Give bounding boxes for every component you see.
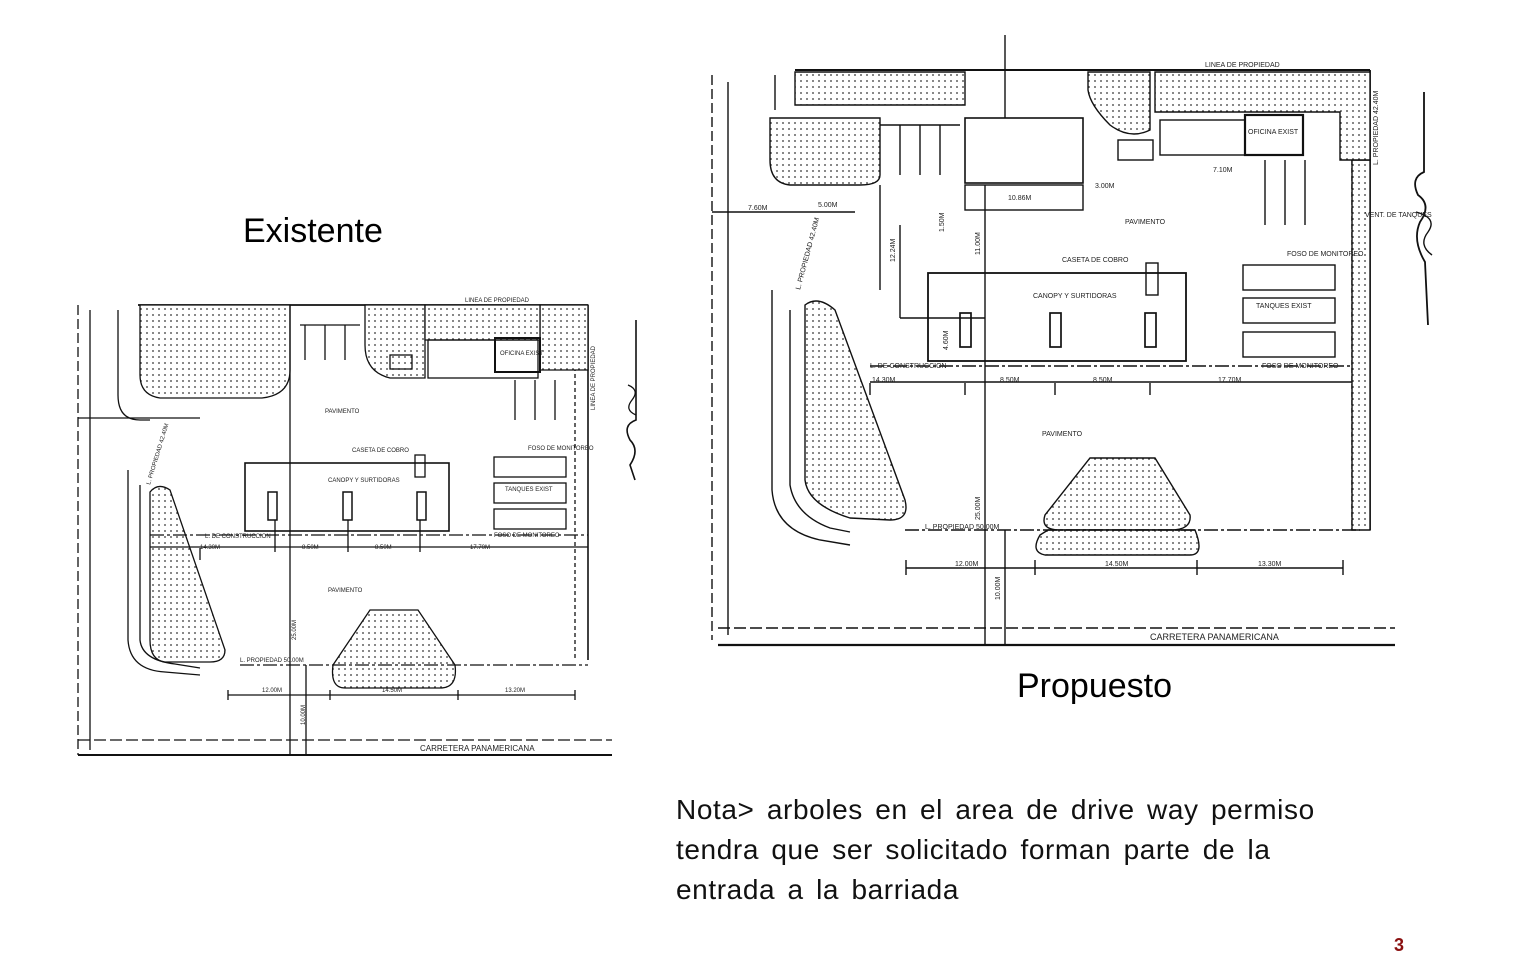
proposed-road: CARRETERA PANAMERICANA: [1150, 632, 1279, 642]
existing-pavement-bottom: PAVIMENTO: [328, 588, 363, 594]
proposed-dim-setback: 10.00M: [995, 576, 1002, 600]
existing-dim-bottom-2: 14.50M: [382, 688, 402, 694]
existing-canopy: CANOPY Y SURTIDORAS: [328, 478, 400, 484]
proposed-tanks: TANQUES EXIST: [1256, 303, 1312, 310]
proposed-toll-booth: CASETA DE COBRO: [1062, 257, 1129, 264]
proposed-vent: VENT. DE TANQUES: [1365, 212, 1432, 219]
existing-dim-setback: 10.00M: [301, 705, 307, 725]
proposed-office: OFICINA EXIST: [1248, 129, 1299, 136]
proposed-heading: Propuesto: [1017, 667, 1172, 705]
proposed-canopy: CANOPY Y SURTIDORAS: [1033, 293, 1117, 300]
proposed-dim-misc-7: 7.60M: [748, 205, 768, 212]
proposed-monitor-pit-top: FOSO DE MONITOREO: [1287, 251, 1364, 258]
proposed-dim-bottom-1: 12.00M: [955, 561, 979, 568]
proposed-property-line-left: L. PROPIEDAD 42.40M: [795, 217, 821, 291]
existing-dim-3: 8.50M: [375, 545, 392, 551]
proposed-dim-misc-9: 1.50M: [939, 212, 946, 232]
existing-dim-1: 14.30M: [200, 545, 220, 551]
proposed-dim-2: 8.50M: [1000, 377, 1020, 384]
existing-dim-4: 17.70M: [470, 545, 490, 551]
existing-property-line-right: LINEA DE PROPIEDAD: [591, 345, 597, 410]
proposed-dim-misc-3: 7.10M: [1213, 167, 1233, 174]
proposed-dim-misc-5: 12.24M: [890, 238, 897, 262]
proposed-dim-1: 14.30M: [872, 377, 896, 384]
existing-toll-booth: CASETA DE COBRO: [352, 448, 409, 454]
existing-dim-bottom-3: 13.20M: [505, 688, 525, 694]
proposed-dim-vertical: 25.00M: [975, 496, 982, 520]
proposed-property-line-right: L. PROPIEDAD 42.40M: [1373, 91, 1380, 165]
existing-office: OFICINA EXIST: [500, 351, 543, 357]
existing-plan: [77, 304, 637, 756]
proposed-dim-misc-6: 4.60M: [943, 330, 950, 350]
proposed-dim-misc-4: 3.00M: [1095, 183, 1115, 190]
existing-property-line-left: L. PROPIEDAD 42.40M: [146, 423, 170, 486]
existing-monitor-pit-top: FOSO DE MONITOREO: [528, 446, 594, 452]
existing-dim-2: 8.50M: [302, 545, 319, 551]
existing-heading: Existente: [243, 212, 383, 250]
existing-dim-bottom-1: 12.00M: [262, 688, 282, 694]
proposed-monitor-pit-bottom: FOSO DE MONITOREO: [1262, 363, 1339, 370]
proposed-construction-line: L. DE CONSTRUCCION: [870, 363, 947, 370]
existing-dim-vertical: 25.00M: [292, 620, 298, 640]
existing-monitor-pit-bottom: FOSO DE MONITOREO: [494, 533, 560, 539]
existing-pavement-top: PAVIMENTO: [325, 409, 360, 415]
proposed-dim-4: 17.70M: [1218, 377, 1242, 384]
proposed-pavement-bottom: PAVIMENTO: [1042, 431, 1083, 438]
proposed-dim-bottom-2: 14.50M: [1105, 561, 1129, 568]
existing-construction-line: L. DE CONSTRUCCION: [205, 534, 271, 540]
page-number: 3: [1394, 935, 1405, 955]
proposed-dim-3: 8.50M: [1093, 377, 1113, 384]
proposed-dim-misc-8: 5.00M: [818, 202, 838, 209]
proposed-plan: [711, 35, 1433, 647]
existing-tanks: TANQUES EXIST: [505, 487, 553, 493]
proposed-property-line-bottom: L. PROPIEDAD 50.00M: [925, 524, 999, 531]
note-text: Nota> arboles en el area de drive way pe…: [676, 794, 1315, 905]
proposed-property-line-top: LINEA DE PROPIEDAD: [1205, 62, 1280, 69]
proposed-dim-bottom-3: 13.30M: [1258, 561, 1282, 568]
proposed-dim-misc-1: 10.86M: [1008, 195, 1032, 202]
proposed-dim-misc-2: 11.00M: [975, 232, 982, 255]
existing-property-line-bottom: L. PROPIEDAD 50.00M: [240, 658, 304, 664]
existing-road: CARRETERA PANAMERICANA: [420, 744, 535, 753]
existing-property-line-top: LINEA DE PROPIEDAD: [465, 298, 530, 304]
proposed-pavement-top: PAVIMENTO: [1125, 219, 1166, 226]
